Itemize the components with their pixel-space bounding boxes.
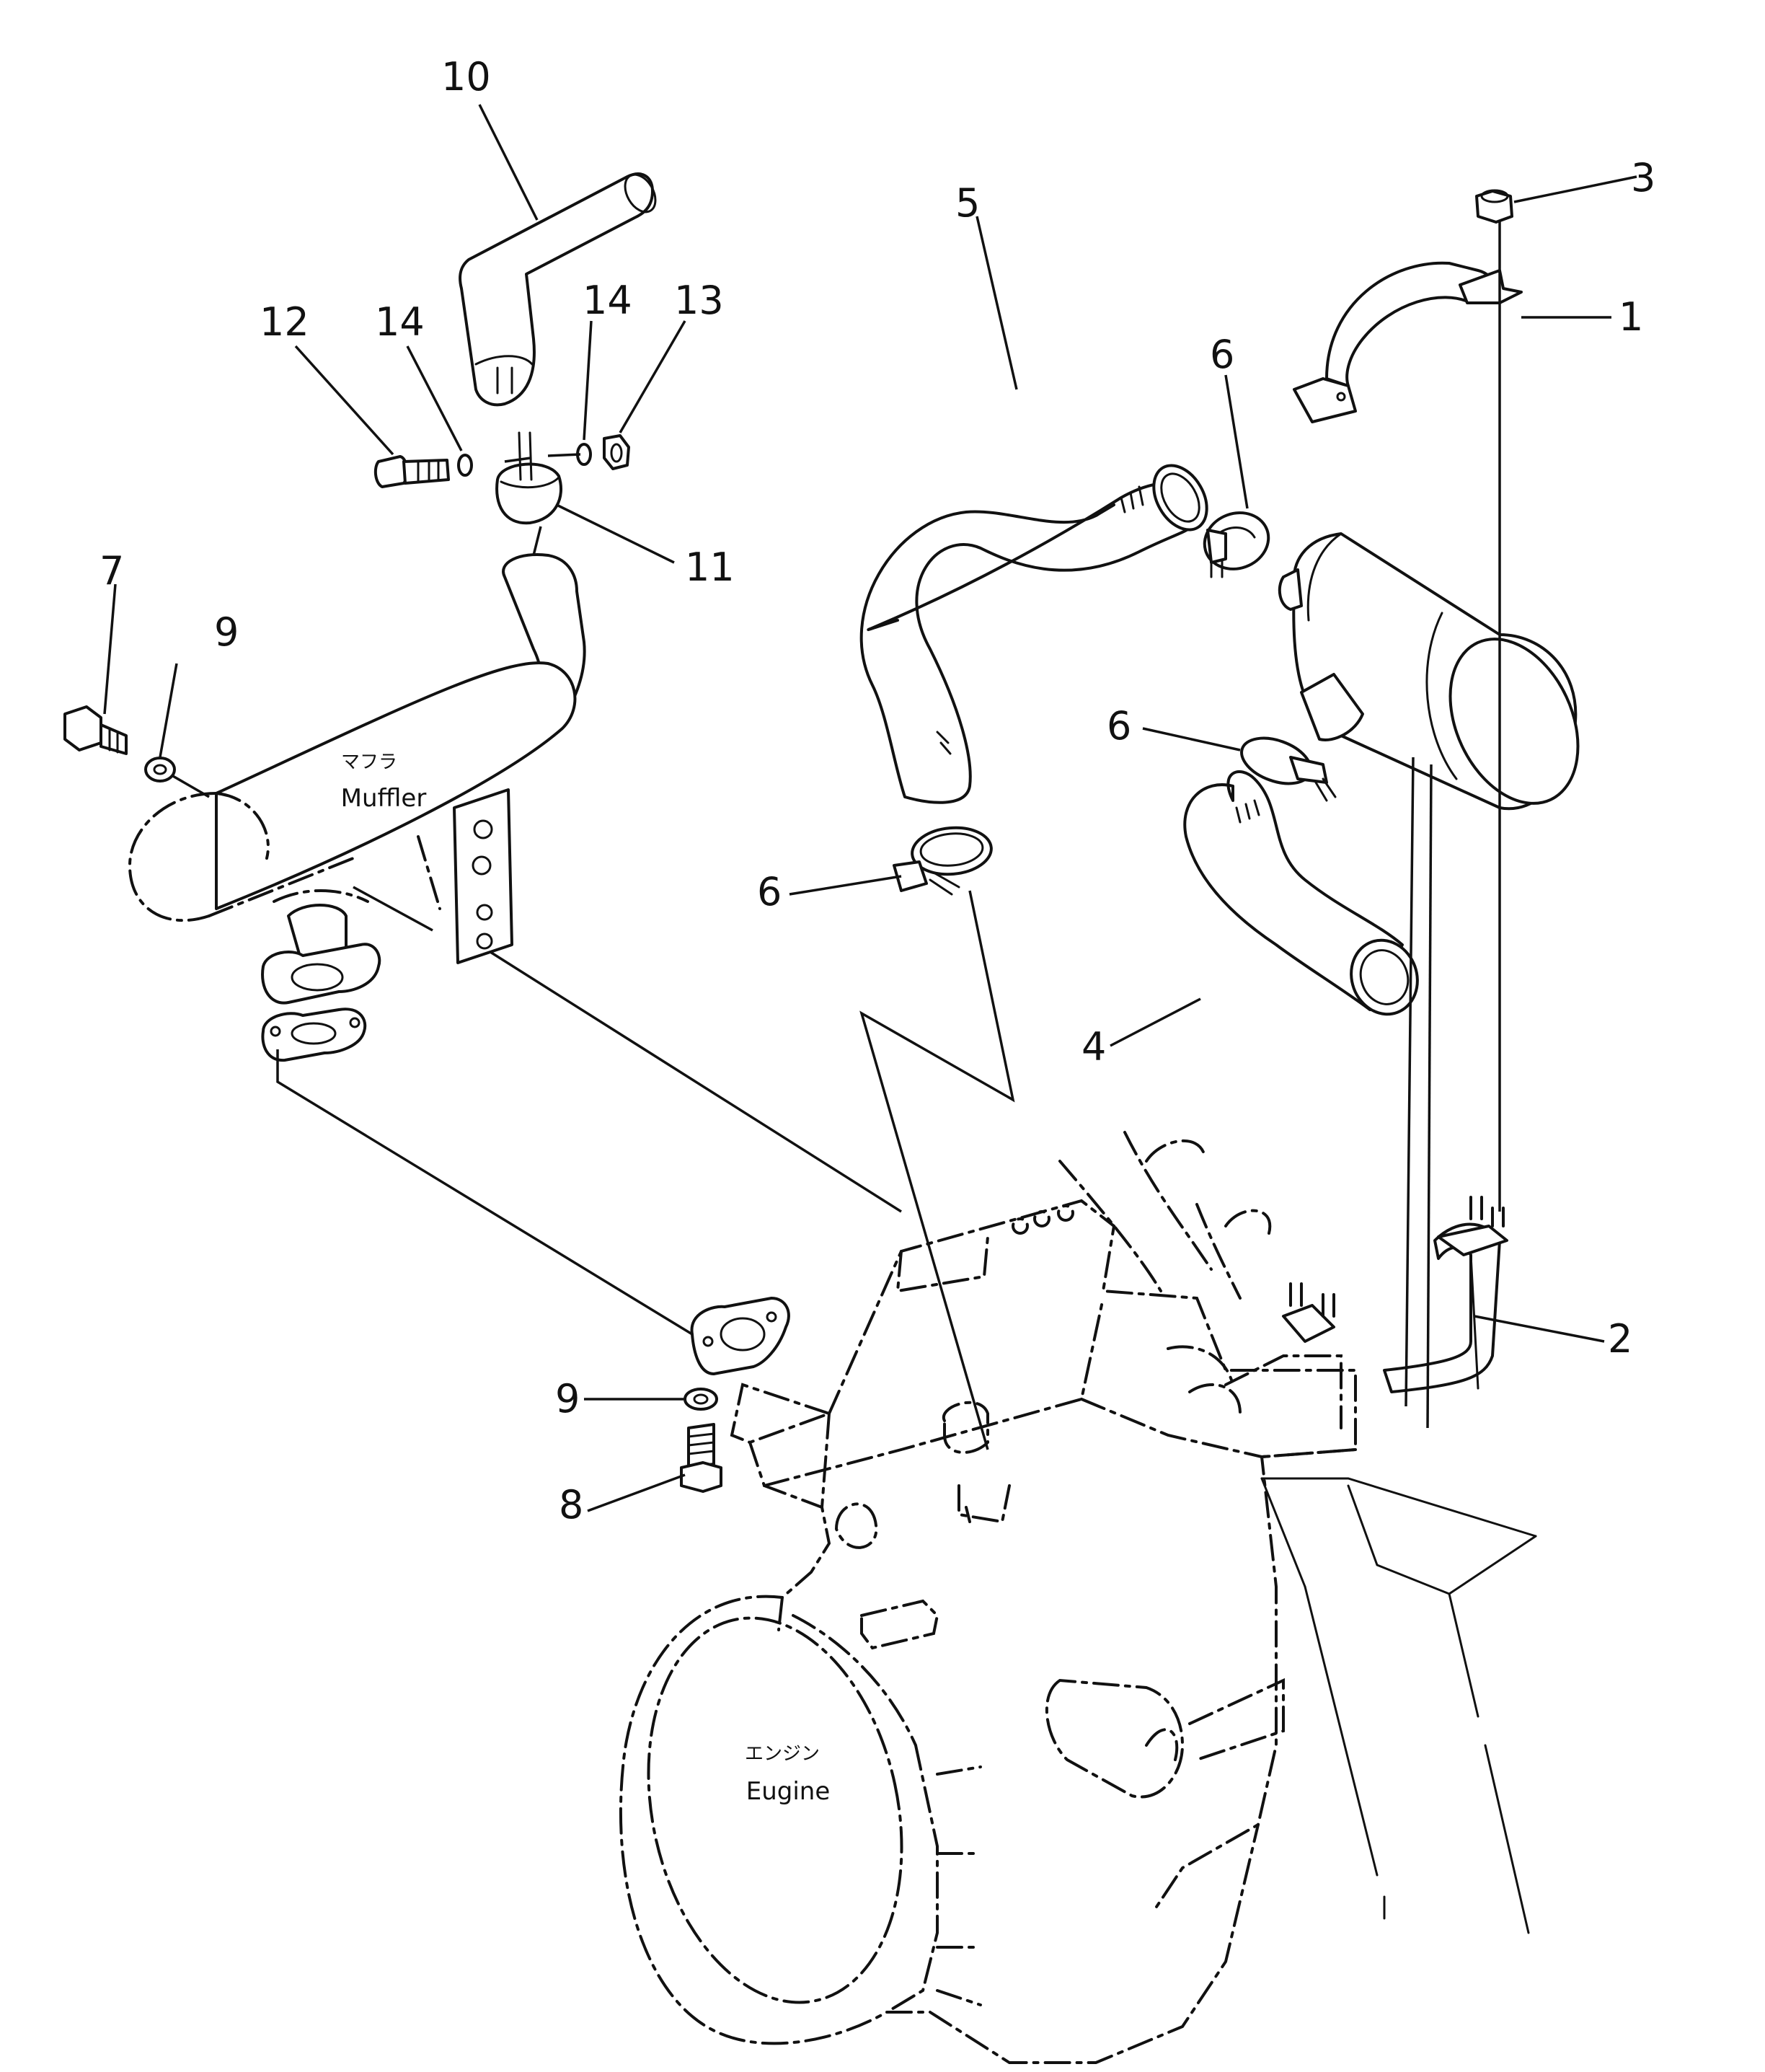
- muffler-label-en: Muffler: [341, 784, 427, 813]
- washer-9-lower: [684, 1388, 718, 1411]
- hose-clamp-6-upper: [1203, 511, 1270, 578]
- hose-5: [859, 464, 1208, 804]
- washer-9-upper: [144, 757, 176, 782]
- callout-13: 13: [674, 278, 724, 323]
- nut-3: [1475, 189, 1513, 224]
- air-cleaner: [1278, 532, 1580, 811]
- callout-6-lower: 6: [757, 869, 782, 914]
- callout-8: 8: [559, 1482, 583, 1527]
- clamp-bolt: [373, 455, 450, 488]
- bolt-7: [63, 705, 128, 755]
- mounting-band-2: [1282, 1196, 1508, 1393]
- callout-9-upper: 9: [214, 609, 239, 655]
- engine-outline: [619, 1131, 1537, 2064]
- exhaust-pipe: [459, 172, 657, 407]
- callout-1: 1: [1619, 294, 1643, 340]
- hose-4: [1183, 770, 1419, 1016]
- assembly-lines: [171, 220, 1501, 1450]
- callout-7: 7: [99, 548, 124, 594]
- mounting-band-1: [1293, 261, 1523, 423]
- callout-12: 12: [260, 299, 309, 345]
- callout-11: 11: [685, 545, 735, 590]
- callout-4: 4: [1081, 1024, 1106, 1070]
- callout-2: 2: [1608, 1316, 1632, 1362]
- engine-label-jp: エンジン: [745, 1743, 820, 1765]
- bolt-8: [680, 1423, 722, 1493]
- hose-clamp-6-lower: [893, 826, 993, 896]
- callout-9-lower: 9: [555, 1376, 580, 1421]
- callout-14-left: 14: [375, 299, 425, 345]
- muffler-label-jp: マフラ: [341, 751, 397, 773]
- callout-numbers: 1 2 3 4 5 6 6 6 7 8 9 9 10 11 12 13 14 1…: [99, 54, 1655, 1527]
- clamp-nut: [603, 434, 630, 470]
- callout-5: 5: [955, 180, 980, 226]
- engine-label-en: Eugine: [746, 1777, 831, 1806]
- callout-6-upper: 6: [1210, 332, 1234, 377]
- callout-14-right: 14: [583, 278, 632, 323]
- hose-clamp-6-middle: [1240, 736, 1337, 802]
- callout-leaders: [103, 104, 1637, 1512]
- callout-3: 3: [1631, 155, 1655, 200]
- exhaust-flange: [690, 1297, 790, 1375]
- connector-line: [504, 457, 531, 463]
- callout-6-middle: 6: [1107, 703, 1131, 749]
- callout-10: 10: [441, 54, 491, 100]
- connector-line: [547, 453, 581, 457]
- pipe-clamp: [495, 431, 563, 525]
- muffler: マフラ Muffler: [128, 553, 586, 1062]
